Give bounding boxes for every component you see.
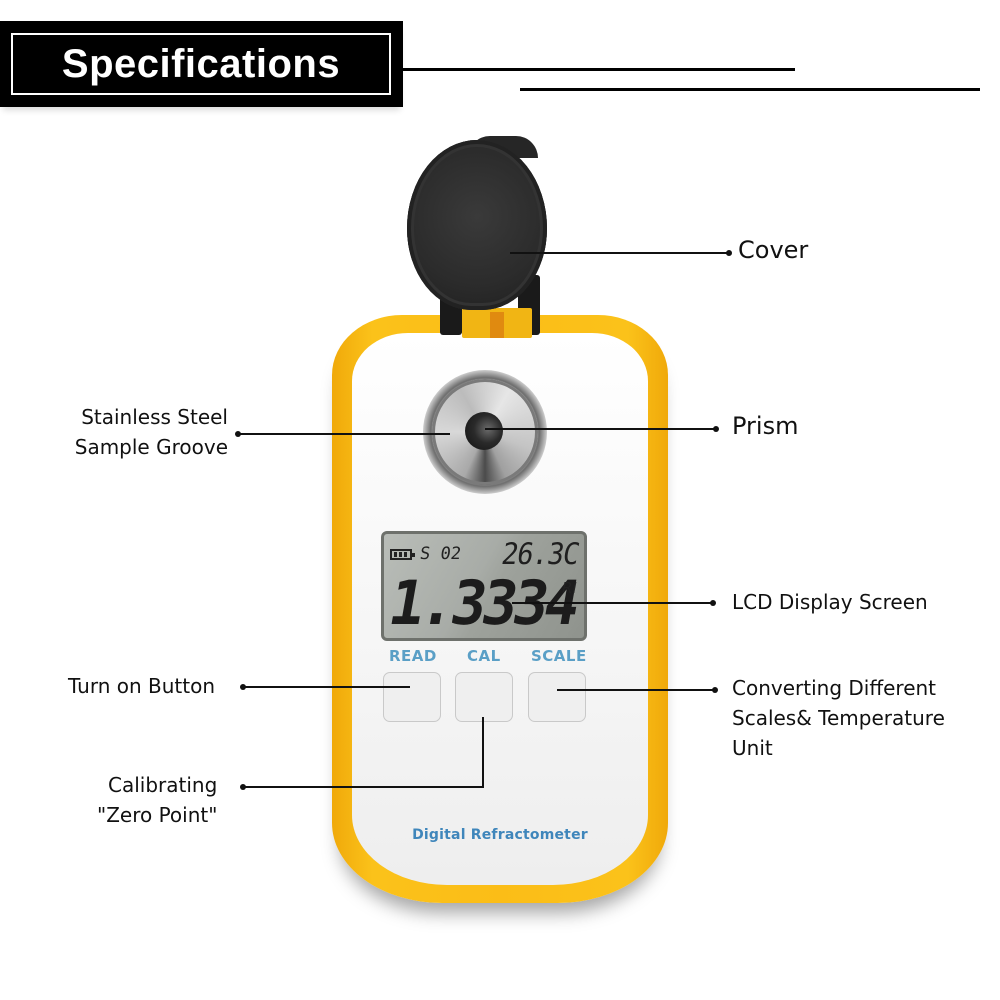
lcd-mode: S 02 [418,544,463,564]
callout-scale-line1: Converting Different [732,676,937,700]
lcd-temperature: 26.3C [498,536,582,572]
read-button[interactable] [383,672,441,722]
scale-leader-dot [712,687,718,693]
hinge-gap [490,312,504,338]
page-title: Specifications [61,41,341,86]
prism-cover[interactable] [407,140,547,310]
callout-calibrating-line2: "Zero Point" [97,803,218,827]
calibrating-leader-vertical [482,717,484,788]
prism-leader-line [485,428,715,430]
prism-leader-dot [713,426,719,432]
cover-leader-dot [726,250,732,256]
sample-groove-leader-line [238,433,450,435]
scale-leader-line [557,689,714,691]
lcd-unit: RI [562,579,577,597]
lcd-display: S 02 26.3C 1.3334 RI [381,531,587,641]
header-rule-lower [520,88,980,91]
calibrating-leader-line [243,786,484,788]
callout-scale-line3: Unit [732,736,773,760]
callout-calibrating-line1: Calibrating [108,773,218,797]
callout-sample-groove-line1: Stainless Steel [81,405,228,429]
callout-scale-line2: Scales& Temperature [732,706,945,730]
scale-button-label: SCALE [531,647,587,665]
cover-leader-line [510,252,728,254]
scale-button[interactable] [528,672,586,722]
lcd-leader-dot [710,600,716,606]
cal-button[interactable] [455,672,513,722]
callout-cover: Cover [738,236,809,264]
banner-frame: Specifications [11,33,391,95]
callout-sample-groove-line2: Sample Groove [74,435,228,459]
device-brand-text: Digital Refractometer [412,827,588,843]
lcd-status-row: S 02 26.3C [390,536,582,572]
battery-full-icon [390,548,415,560]
cal-button-label: CAL [467,647,501,665]
callout-prism: Prism [732,412,799,440]
callout-lcd: LCD Display Screen [732,590,928,614]
callout-turn-on: Turn on Button [68,674,216,698]
header-rule-upper [403,68,795,71]
turn-on-leader-line [243,686,410,688]
read-button-label: READ [389,647,437,665]
prism [465,412,503,450]
specifications-banner: Specifications [0,21,403,107]
lcd-leader-line [512,602,712,604]
